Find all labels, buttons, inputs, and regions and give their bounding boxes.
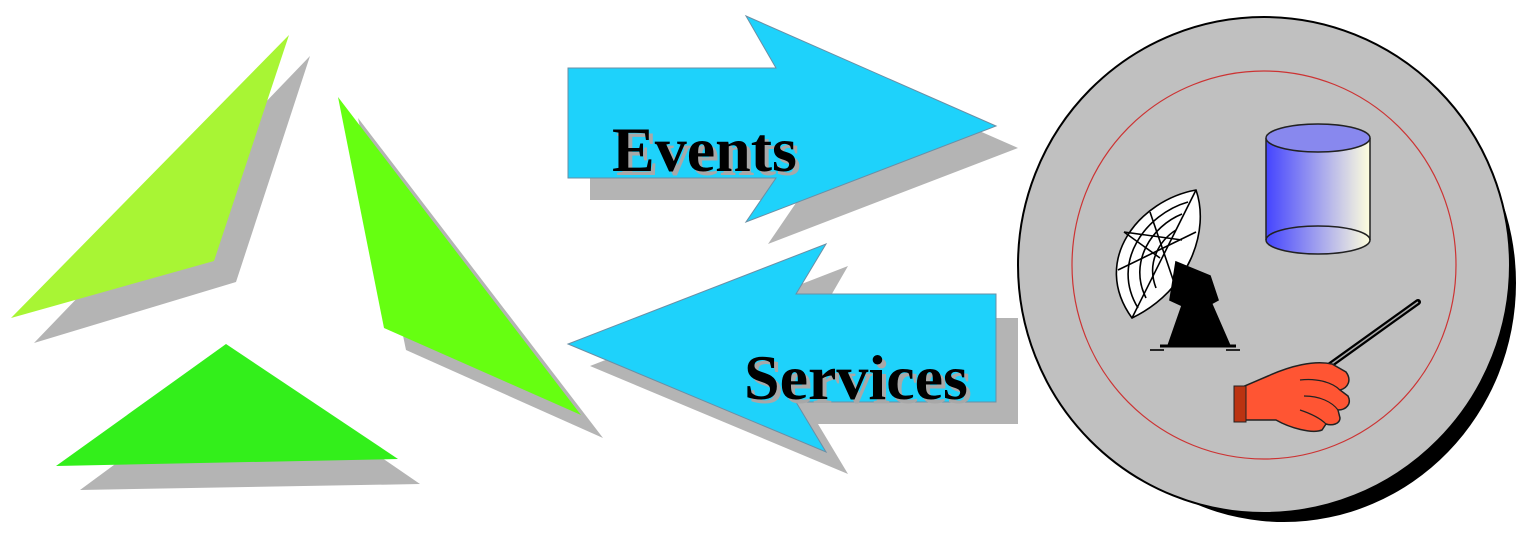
database-cylinder-icon	[1265, 123, 1371, 255]
triangle-group	[11, 35, 603, 490]
events-label-text: Events	[612, 114, 797, 185]
events-arrow-body	[567, 14, 998, 224]
triangle-bottom	[56, 344, 398, 466]
services-label-text: Services	[744, 342, 968, 413]
satellite-dish-icon	[1115, 189, 1240, 351]
services-arrow-body	[566, 243, 997, 454]
events-label: Events Events	[612, 118, 801, 186]
disc	[1017, 16, 1511, 514]
services-label-shadow: Services	[748, 346, 972, 417]
triangle-left	[11, 35, 289, 318]
services-label: Services Services	[744, 346, 972, 414]
events-label-shadow: Events	[616, 118, 801, 189]
triangle-right-shadow	[358, 118, 603, 438]
services-arrow	[566, 243, 1018, 474]
hand-with-pointer-icon	[1233, 299, 1421, 432]
disc-inner-ring	[1071, 70, 1457, 460]
system-disc	[1017, 16, 1516, 522]
triangle-right	[338, 97, 581, 415]
events-arrow	[567, 14, 1018, 244]
